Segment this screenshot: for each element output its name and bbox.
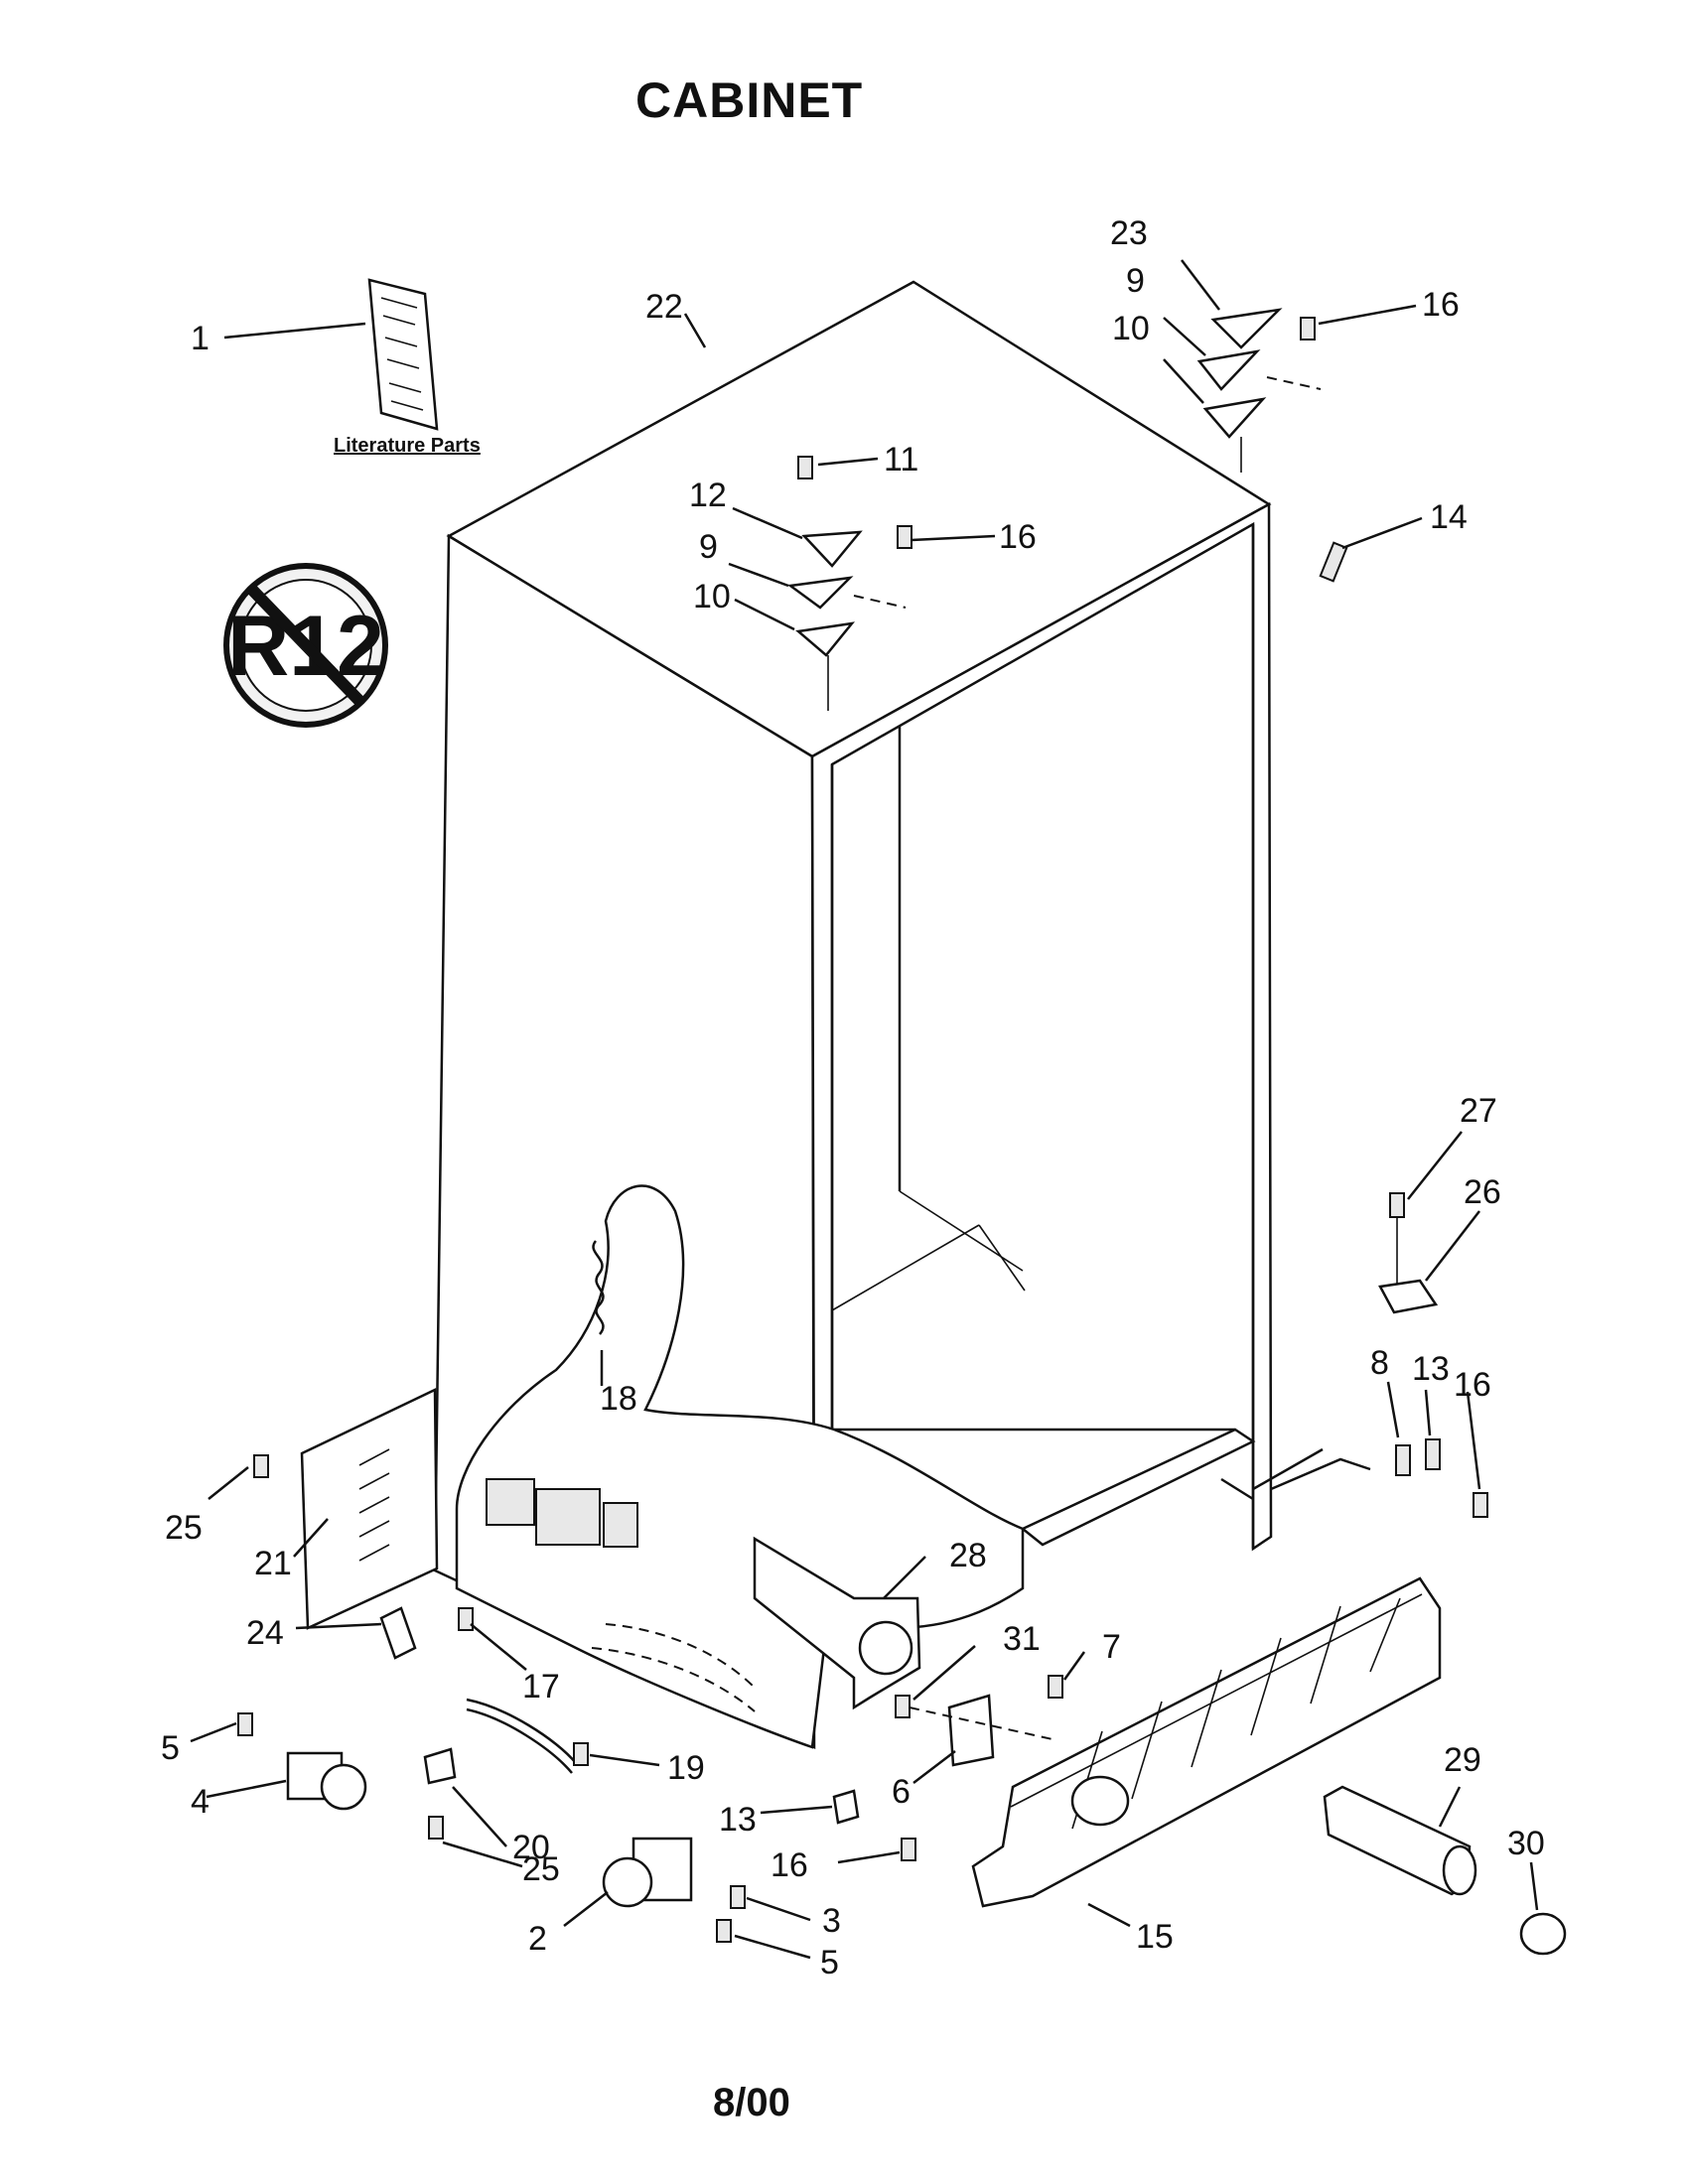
callout-12: 12	[689, 477, 727, 514]
callout-16: 16	[1422, 286, 1460, 324]
right-bracket-assembly	[1378, 1192, 1488, 1518]
front-roller-left	[237, 1712, 367, 1811]
callout-5: 5	[161, 1729, 180, 1767]
upper-right-hinge-assembly	[1196, 308, 1322, 473]
callout-11: 11	[884, 441, 918, 478]
door-stop-pin	[1319, 541, 1348, 583]
callout-17: 17	[522, 1668, 560, 1706]
callout-19: 19	[667, 1749, 705, 1787]
callout-13: 13	[1412, 1350, 1450, 1388]
callout-22: 22	[645, 288, 683, 326]
callout-4: 4	[191, 1783, 210, 1821]
leader-lines	[190, 259, 1539, 1960]
callout-labels: 1 22 23 9 10 16 11 12 16 9 10 14 27 26 8…	[161, 214, 1545, 1981]
lower-hinge-bracket	[379, 1606, 474, 1660]
callout-2: 2	[528, 1920, 547, 1958]
callout-16: 16	[771, 1846, 808, 1884]
cabinet-body	[433, 280, 1371, 1749]
callout-6: 6	[892, 1773, 911, 1811]
callout-30: 30	[1507, 1825, 1545, 1862]
upper-middle-hinge-assembly	[786, 456, 912, 711]
callout-8: 8	[1370, 1344, 1389, 1382]
callout-16: 16	[1454, 1366, 1491, 1404]
callout-26: 26	[1464, 1173, 1501, 1211]
callout-10: 10	[1112, 310, 1150, 347]
condenser-fan-housing	[753, 1536, 1063, 1767]
callout-27: 27	[1460, 1092, 1497, 1130]
callout-29: 29	[1444, 1741, 1481, 1779]
revision-date: 8/00	[713, 2081, 790, 2124]
callout-3: 3	[822, 1902, 841, 1940]
callout-20: 20	[512, 1829, 550, 1866]
page-title: CABINET	[635, 72, 864, 128]
water-filter	[1323, 1785, 1567, 1956]
callout-14: 14	[1430, 498, 1468, 536]
callout-21: 21	[254, 1545, 292, 1582]
callout-9: 9	[1126, 262, 1145, 300]
callout-13: 13	[719, 1801, 757, 1839]
callout-28: 28	[949, 1537, 987, 1574]
callout-16: 16	[999, 518, 1037, 556]
callout-18: 18	[600, 1380, 637, 1418]
callout-25: 25	[522, 1850, 560, 1888]
callout-5: 5	[820, 1944, 839, 1981]
callout-24: 24	[246, 1614, 284, 1652]
callout-10: 10	[693, 578, 731, 615]
callout-1: 1	[191, 320, 210, 357]
callout-25: 25	[165, 1509, 203, 1547]
callout-15: 15	[1136, 1918, 1174, 1956]
no-r12-symbol: R12	[223, 563, 388, 728]
callout-31: 31	[1003, 1620, 1041, 1658]
callout-9: 9	[699, 528, 718, 566]
front-roller-right	[602, 1837, 746, 1943]
callout-23: 23	[1110, 214, 1148, 252]
rear-access-panel	[253, 1388, 439, 1630]
literature-booklet	[367, 278, 439, 431]
callout-7: 7	[1102, 1628, 1121, 1666]
literature-parts-caption: Literature Parts	[334, 435, 481, 457]
drain-tube-assembly	[423, 1698, 589, 1840]
front-grille	[832, 1576, 1442, 1908]
